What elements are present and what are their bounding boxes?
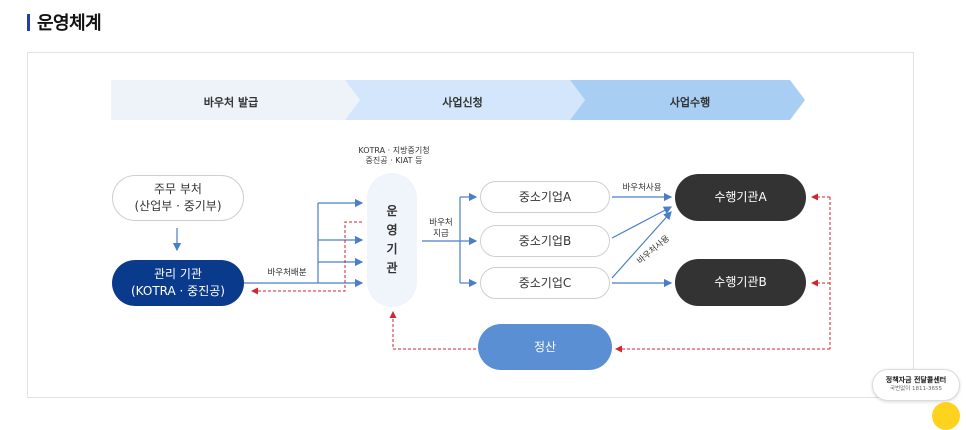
sme-a-node: 중소기업A (480, 181, 610, 213)
call-center-badge[interactable]: 정책자금 전달콜센터 국번없이 1811-3655 (872, 369, 960, 401)
arrow-sme-b-agency-a (611, 206, 673, 239)
chat-button[interactable] (932, 402, 960, 430)
arrow-sme-c-agency-a (611, 211, 672, 279)
manager-node: 관리 기관 (KOTRA · 중진공) (112, 260, 244, 306)
settlement-node: 정산 (478, 324, 612, 370)
stage-label-voucher-issue: 바우처 발급 (203, 96, 259, 109)
stage-1-chevron (111, 80, 360, 120)
operator-caption: KOTRA · 지방중기청 중진공 · KIAT 등 (358, 146, 430, 165)
page-title: 운영체계 (37, 13, 102, 34)
agency-a-node: 수행기관A (675, 174, 806, 221)
payment-label: 바우처 지급 (429, 218, 453, 239)
agency-b-node: 수행기관B (675, 259, 806, 306)
call-center-phone: 국번없이 1811-3655 (890, 386, 942, 392)
stage-label-application: 사업신청 (442, 96, 483, 109)
flow-diagram (111, 80, 831, 353)
ministry-node: 주무 부처 (산업부 · 중기부) (112, 175, 244, 221)
stage-2-chevron (345, 80, 585, 120)
usage-label-top: 바우처사용 (622, 183, 662, 193)
operator-node: 운 영 기 관 (367, 173, 417, 307)
distribution-label: 바우처배분 (267, 268, 307, 278)
sme-b-node: 중소기업B (480, 225, 610, 257)
sme-c-node: 중소기업C (480, 267, 610, 299)
return-arrow-operator (389, 311, 476, 350)
return-arrow-manager (251, 221, 362, 295)
title-accent-bar (27, 14, 30, 31)
stage-label-execution: 사업수행 (669, 96, 711, 109)
call-center-title: 정책자금 전달콜센터 (885, 376, 947, 384)
stage-3-chevron (570, 80, 805, 120)
